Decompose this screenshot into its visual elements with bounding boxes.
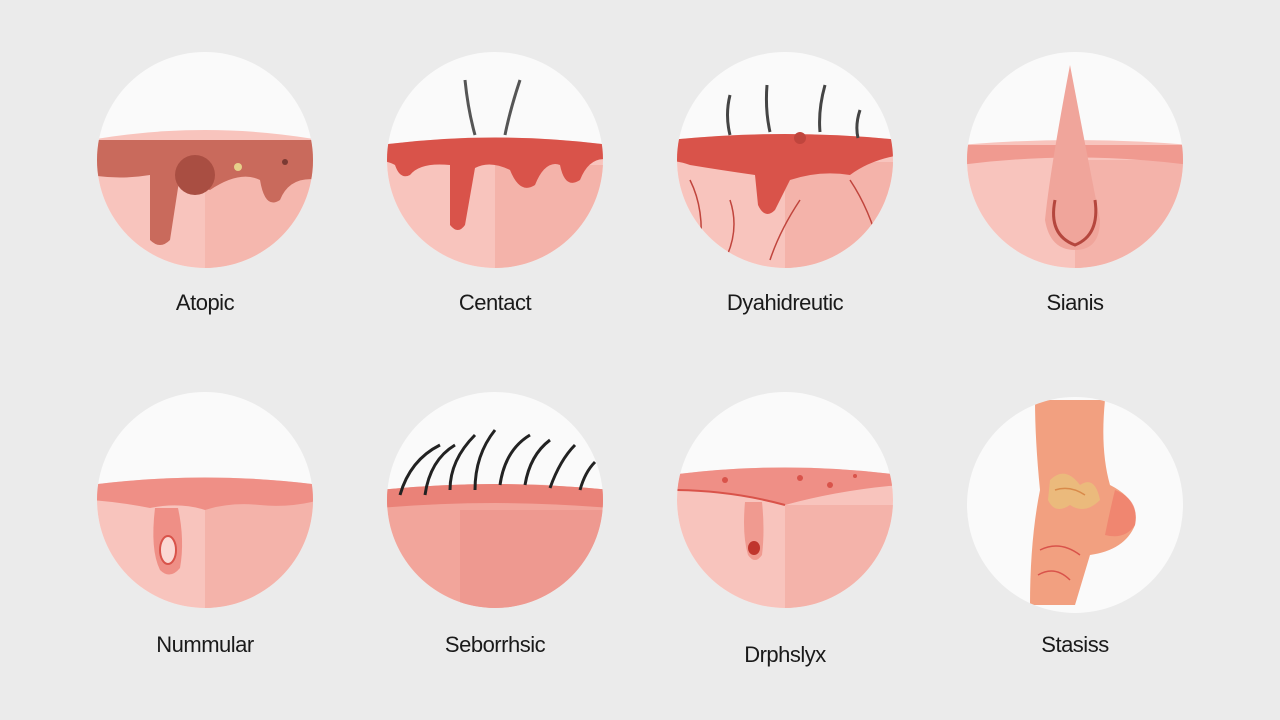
stasis-tile-top: Sianis xyxy=(960,50,1190,350)
dyshidrotic-tile-2: Drphslyx xyxy=(670,390,900,690)
skin-side xyxy=(205,502,313,608)
hair-strand xyxy=(498,433,531,486)
hair-strand xyxy=(818,84,827,133)
lesion-drip xyxy=(387,137,603,230)
vesicle xyxy=(748,541,760,555)
condition-label: Drphslyx xyxy=(744,642,826,667)
contact-illustration xyxy=(387,52,603,268)
hair-strand xyxy=(463,79,477,136)
dyshidrotic-tile: Dyahidreutic xyxy=(670,50,900,350)
atopic-illustration xyxy=(97,52,313,268)
stasis-illustration xyxy=(967,397,1183,613)
vesicle-dot xyxy=(827,482,833,488)
vesicle-dot xyxy=(853,474,857,478)
condition-label: Centact xyxy=(458,290,532,315)
lesion-spot xyxy=(175,155,215,195)
lesion-band xyxy=(97,477,313,510)
vein-line xyxy=(1037,570,1071,581)
skin-side xyxy=(460,510,603,608)
hair-strand xyxy=(473,429,497,491)
vein-line xyxy=(1054,487,1086,496)
condition-label: Sianis xyxy=(1046,290,1104,315)
hair-strand xyxy=(855,109,862,139)
skin-side xyxy=(495,165,603,268)
atopic-tile: Atopic xyxy=(90,50,320,350)
hair-strand xyxy=(398,443,441,496)
scale-band xyxy=(387,484,603,508)
seborrheic-tile: Seborrhsic xyxy=(380,390,610,690)
hair-strand xyxy=(764,84,772,133)
condition-label: Stasiss xyxy=(1041,632,1109,657)
crack-line xyxy=(769,199,801,261)
stasis-tile: Stasiss xyxy=(960,390,1190,690)
hair-strand xyxy=(423,443,456,496)
vesicle-dot xyxy=(797,475,803,481)
ankle-inflammation xyxy=(1105,490,1136,537)
pompholyx-illustration xyxy=(677,392,893,608)
condition-label: Atopic xyxy=(175,290,235,315)
lesion-blister xyxy=(159,535,177,565)
lesion-band xyxy=(677,134,893,214)
lesion-dot xyxy=(234,163,242,171)
dyshidrotic-illustration xyxy=(677,52,893,268)
condition-label: Dyahidreutic xyxy=(726,290,844,315)
contact-tile: Centact xyxy=(380,50,610,350)
seborrheic-illustration xyxy=(387,392,603,608)
condition-label: Nummular xyxy=(156,632,254,657)
lesion-edge xyxy=(677,489,786,506)
blister xyxy=(794,132,806,144)
follicle-bulb xyxy=(1052,199,1098,247)
hair-strand xyxy=(503,79,522,136)
lesion-dot xyxy=(282,159,288,165)
skin-side xyxy=(785,162,893,268)
hair-strand xyxy=(578,460,597,491)
vein-line xyxy=(1039,545,1081,556)
follicle-illustration xyxy=(967,52,1183,268)
lesion-band xyxy=(677,467,893,505)
vesicle-dot xyxy=(722,477,728,483)
follicle-shaft xyxy=(1045,65,1100,250)
condition-label: Seborrhsic xyxy=(444,632,546,657)
nummular-tile: Nummular xyxy=(90,390,320,690)
hair-strand xyxy=(548,443,577,489)
hair-strand xyxy=(448,433,477,491)
hair-strand xyxy=(523,438,551,486)
lesion-band xyxy=(97,140,313,245)
discoloration-patch xyxy=(1048,473,1100,509)
skin-side xyxy=(785,505,893,608)
hair-strand xyxy=(726,94,732,136)
nummular-illustration xyxy=(97,392,313,608)
